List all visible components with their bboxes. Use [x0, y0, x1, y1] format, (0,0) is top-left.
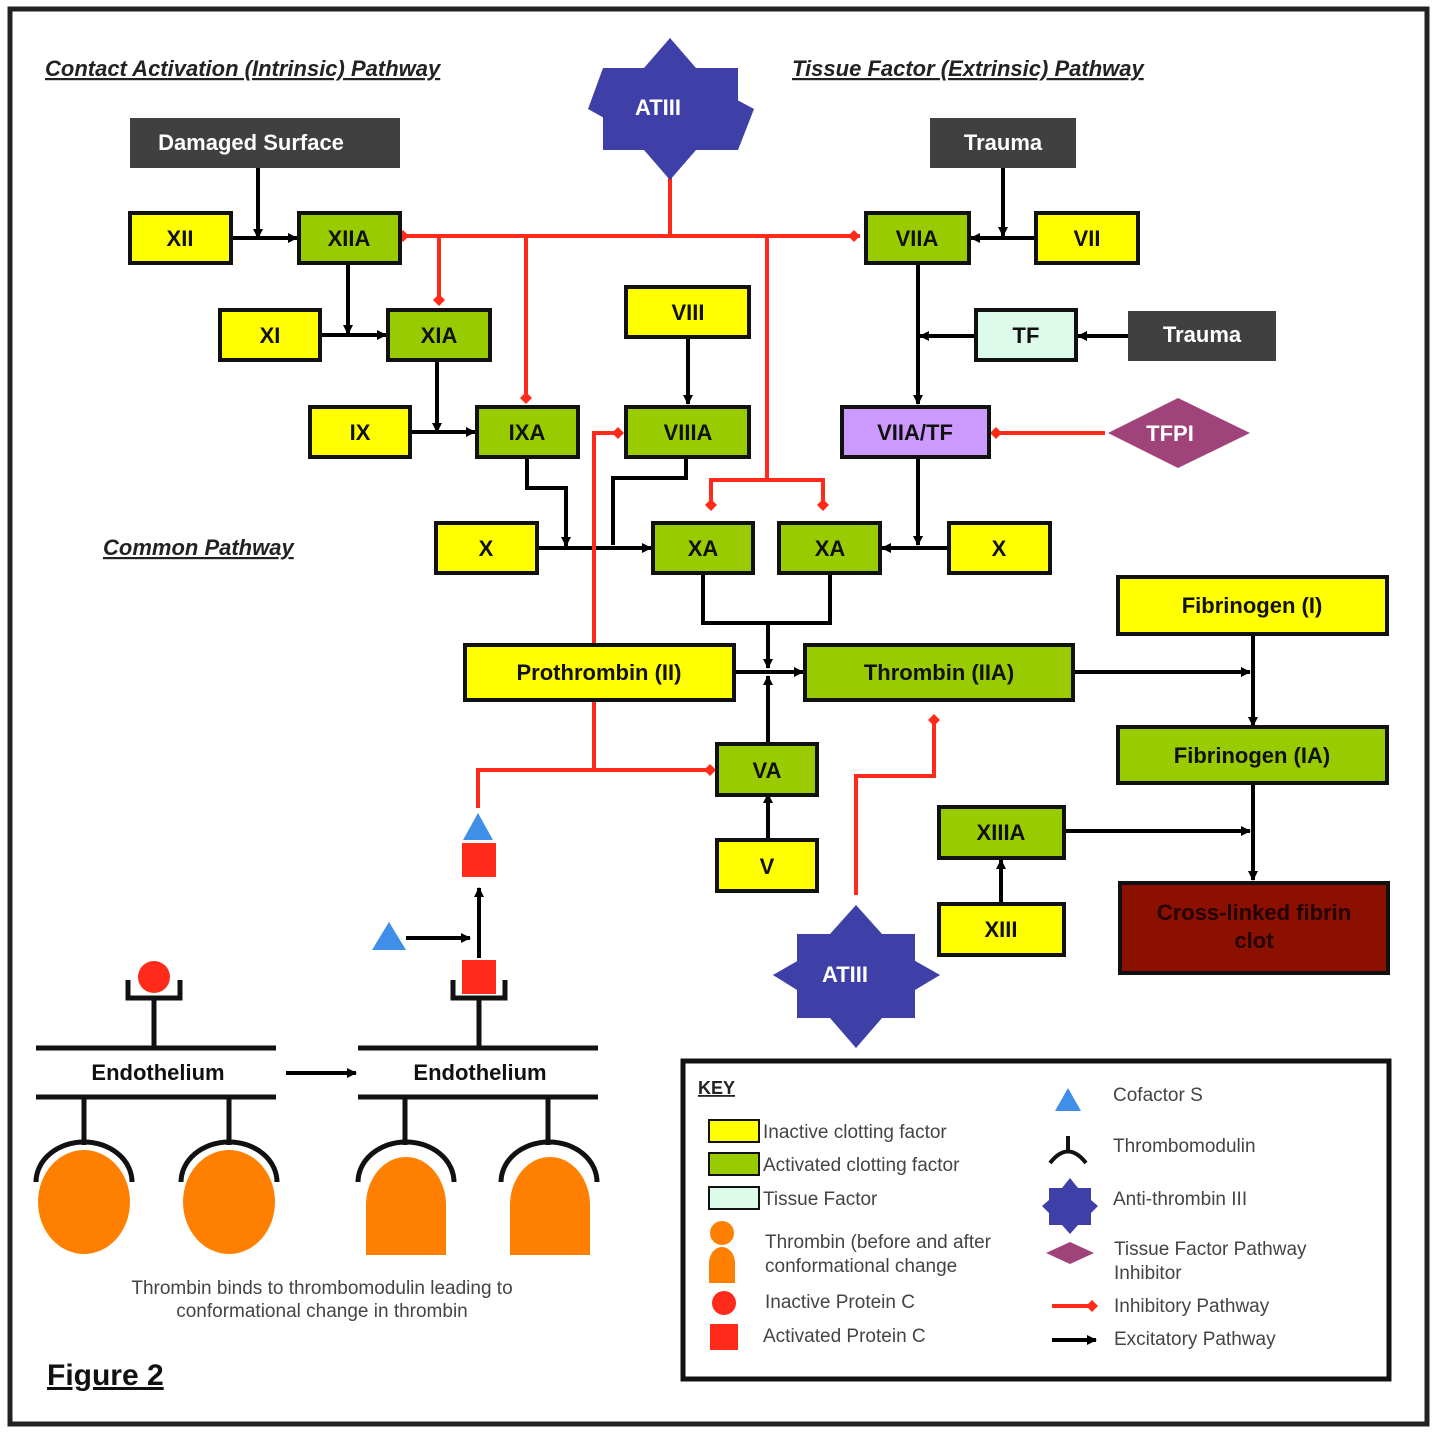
endothelium-right-label: Endothelium	[413, 1060, 546, 1085]
common-pathway-title: Common Pathway	[103, 535, 295, 560]
xiiia-label: XIIIA	[977, 820, 1026, 845]
key-tissue-factor-label: Tissue Factor	[763, 1189, 878, 1210]
endothelium-left-label: Endothelium	[91, 1060, 224, 1085]
trauma-right-box	[1128, 311, 1276, 361]
inactive-protein-c-icon	[138, 961, 170, 993]
key-thrombin-before-icon	[710, 1221, 734, 1245]
va-label: VA	[753, 758, 782, 783]
key-tfpi-line1: Tissue Factor Pathway	[1114, 1239, 1307, 1260]
endothelium-left	[33, 980, 280, 1183]
inhibitory-connectors	[397, 175, 1105, 895]
key-cofactor-s-label: Cofactor S	[1113, 1085, 1203, 1106]
key-panel: KEY Inactive clotting factor Activated c…	[680, 1058, 1392, 1382]
activated-protein-c-bound-icon	[462, 960, 496, 994]
viii-label: VIII	[671, 300, 704, 325]
xiia-label: XIIA	[328, 226, 371, 251]
viia-tf-label: VIIA/TF	[877, 420, 953, 445]
key-antithrombin-icon	[1042, 1178, 1098, 1234]
vii-label: VII	[1074, 226, 1101, 251]
thrombin-after-icon-2	[510, 1157, 590, 1255]
tfpi-label: TFPI	[1146, 421, 1194, 446]
v-label: V	[760, 854, 775, 879]
thrombin-before-icon-1	[38, 1150, 130, 1254]
xa-left-label: XA	[688, 536, 719, 561]
excitatory-connectors	[231, 168, 1258, 1078]
key-thrombin-after-icon	[709, 1247, 735, 1283]
key-activated-swatch	[708, 1152, 760, 1176]
atiii-top-icon: ATIII	[588, 38, 754, 180]
atiii-bottom-icon: ATIII	[773, 905, 940, 1048]
tfpi-icon: TFPI	[1108, 398, 1250, 468]
thrombin-before-icon-2	[183, 1150, 275, 1254]
key-title: KEY	[698, 1078, 735, 1098]
xiii-label: XIII	[984, 917, 1017, 942]
damaged-surface-label: Damaged Surface	[158, 130, 344, 155]
cofactor-s-icon	[463, 813, 493, 840]
clot-label-line2: clot	[1234, 928, 1274, 953]
key-thrombin-line1: Thrombin (before and after	[765, 1232, 992, 1253]
prothrombin-label: Prothrombin (II)	[517, 660, 682, 685]
ixa-label: IXA	[509, 420, 546, 445]
fibrinogen-i-label: Fibrinogen (I)	[1182, 593, 1323, 618]
key-inactive-protein-c-icon	[712, 1291, 736, 1315]
key-activated-label: Activated clotting factor	[763, 1155, 960, 1176]
trauma-right-label: Trauma	[1163, 322, 1242, 347]
damaged-surface-box	[130, 118, 400, 168]
xi-label: XI	[260, 323, 281, 348]
cofactor-s-free-icon	[372, 922, 406, 950]
key-thrombomodulin-icon	[1048, 1136, 1088, 1165]
fibrinogen-ia-label: Fibrinogen (IA)	[1174, 743, 1330, 768]
xia-label: XIA	[421, 323, 458, 348]
viia-label: VIIA	[896, 226, 939, 251]
tf-label: TF	[1013, 323, 1040, 348]
extrinsic-pathway-title: Tissue Factor (Extrinsic) Pathway	[792, 56, 1145, 81]
factor-boxes	[128, 211, 1390, 975]
ix-label: IX	[350, 420, 371, 445]
key-inhibitory-label: Inhibitory Pathway	[1114, 1296, 1270, 1317]
xa-right-label: XA	[815, 536, 846, 561]
trauma-top-box	[930, 118, 1076, 168]
key-thrombin-line2: conformational change	[765, 1256, 957, 1277]
endothelium-caption-line2: conformational change in thrombin	[176, 1301, 468, 1322]
intrinsic-pathway-title: Contact Activation (Intrinsic) Pathway	[45, 56, 442, 81]
thrombin-label: Thrombin (IIA)	[864, 660, 1014, 685]
key-tfpi-line2: Inhibitor	[1114, 1263, 1182, 1284]
endothelium-right	[355, 980, 600, 1183]
activated-protein-c-icon	[462, 843, 496, 877]
key-excitatory-label: Excitatory Pathway	[1114, 1329, 1276, 1350]
key-inactive-pc-label: Inactive Protein C	[765, 1292, 915, 1313]
trauma-top-label: Trauma	[964, 130, 1043, 155]
viiia-label: VIIIA	[664, 420, 713, 445]
key-inactive-label: Inactive clotting factor	[763, 1122, 947, 1143]
thrombin-after-icon-1	[366, 1157, 446, 1255]
key-inactive-swatch	[708, 1119, 760, 1143]
key-activated-pc-label: Activated Protein C	[763, 1326, 926, 1347]
key-tfpi-icon	[1046, 1242, 1094, 1264]
xii-label: XII	[167, 226, 194, 251]
clot-label-line1: Cross-linked fibrin	[1157, 900, 1351, 925]
atiii-bottom-label: ATIII	[822, 962, 868, 987]
key-activated-protein-c-icon	[710, 1324, 738, 1350]
key-tissue-factor-swatch	[708, 1186, 760, 1210]
atiii-top-label: ATIII	[635, 95, 681, 120]
x-right-label: X	[992, 536, 1007, 561]
key-thrombomodulin-label: Thrombomodulin	[1113, 1136, 1256, 1157]
key-cofactor-s-icon	[1055, 1088, 1081, 1111]
x-left-label: X	[479, 536, 494, 561]
figure-label: Figure 2	[47, 1359, 164, 1392]
endothelium-caption-line1: Thrombin binds to thrombomodulin leading…	[131, 1278, 512, 1299]
key-antithrombin-label: Anti-thrombin III	[1113, 1189, 1247, 1210]
